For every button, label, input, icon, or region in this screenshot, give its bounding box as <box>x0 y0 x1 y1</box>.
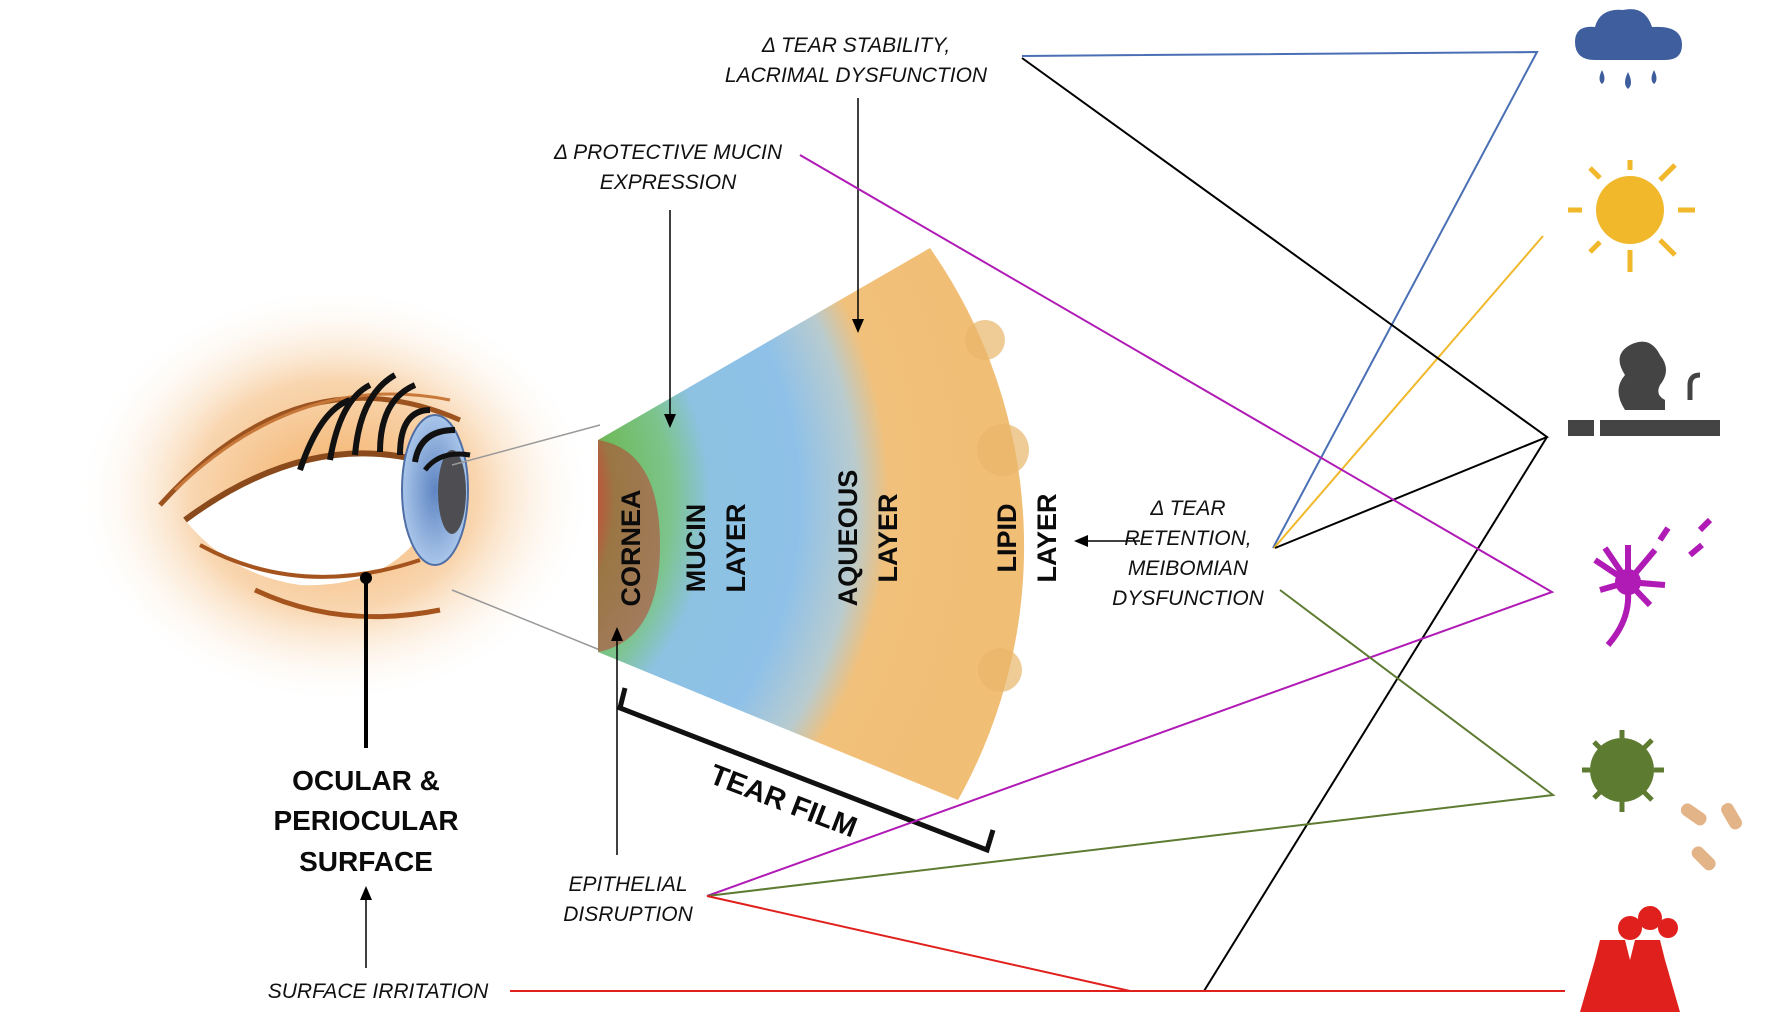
lipid-globules <box>965 320 1029 692</box>
mucin-expression-label-2: EXPRESSION <box>600 171 737 194</box>
ocular-surface-label-3: SURFACE <box>299 846 433 877</box>
lipid-layer-label-1: LIPID <box>992 503 1022 572</box>
mucin-expression-arrowhead <box>664 414 676 428</box>
surface-irritation-arrowhead <box>360 886 372 900</box>
tear-retention-arrowhead <box>1074 535 1088 547</box>
connector-microbe-1 <box>706 589 1556 897</box>
cigarette-smoke-icon <box>1568 341 1720 436</box>
cornea-label: CORNEA <box>616 489 646 606</box>
connector-smoke-2 <box>1203 436 1548 992</box>
tear-stability-label-2: LACRIMAL DYSFUNCTION <box>725 64 988 87</box>
mucin-expression-label-1: Δ PROTECTIVE MUCIN <box>553 141 783 164</box>
connector-lines <box>510 50 1565 992</box>
zoom-line-bottom <box>451 589 601 651</box>
sun-icon <box>1568 160 1695 272</box>
zoom-line-top <box>451 424 601 466</box>
tear-retention-label-1: Δ TEAR <box>1149 497 1225 520</box>
rain-cloud-icon <box>1575 9 1682 89</box>
connector-rain <box>1021 50 1539 549</box>
aqueous-layer-label-1: AQUEOUS <box>833 470 863 607</box>
tear-retention-label-2: RETENTION, <box>1124 527 1251 550</box>
epithelial-disruption-label-2: DISRUPTION <box>563 903 693 926</box>
pollen-allergen-icon <box>1593 517 1713 647</box>
connector-smoke-1 <box>1021 57 1550 549</box>
aqueous-layer-label-2: LAYER <box>873 493 903 582</box>
connector-pollen-1 <box>706 154 1555 897</box>
cornea-region <box>598 440 660 652</box>
connector-sun <box>1273 235 1544 549</box>
virus-bacteria-icon <box>1582 730 1742 871</box>
epithelial-disruption-label-1: EPITHELIAL <box>568 873 687 896</box>
mucin-layer-label-1: MUCIN <box>681 504 711 593</box>
eye-illustration <box>75 285 595 705</box>
ocular-surface-label-1: OCULAR & <box>292 765 440 796</box>
tear-retention-label-3: MEIBOMIAN <box>1128 557 1249 580</box>
mucin-layer-label-2: LAYER <box>721 503 751 592</box>
tear-film-bracket <box>617 687 996 854</box>
epithelial-disruption-arrowhead <box>611 627 623 641</box>
tear-retention-label-4: DYSFUNCTION <box>1112 587 1265 610</box>
lipid-layer-label-2: LAYER <box>1032 493 1062 582</box>
tear-stability-arrowhead <box>852 319 864 333</box>
surface-irritation-label: SURFACE IRRITATION <box>268 980 489 1003</box>
factory-pollution-icon <box>1580 906 1680 1012</box>
connector-pollution-1 <box>706 895 1131 992</box>
ocular-surface-label-2: PERIOCULAR <box>273 805 458 836</box>
tear-stability-label-1: Δ TEAR STABILITY, <box>761 34 950 57</box>
tear-film-wedge <box>598 248 1025 800</box>
